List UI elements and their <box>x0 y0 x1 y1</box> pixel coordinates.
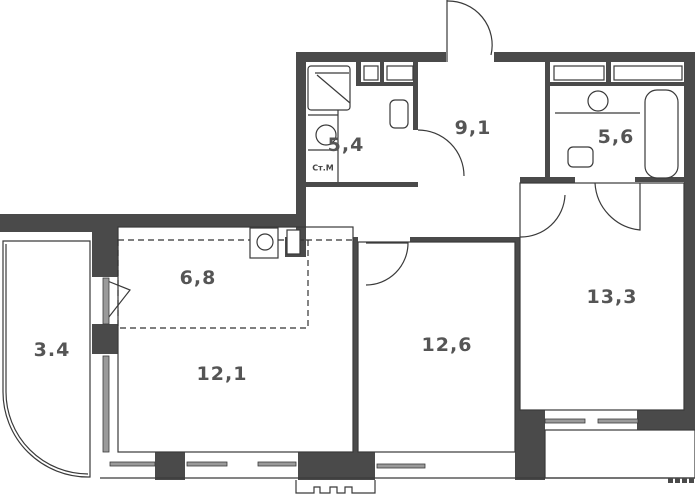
room-area-kitchen: 6,8 <box>179 267 217 289</box>
room-area-bathroom-2: 5,6 <box>597 126 635 148</box>
fixtures <box>249 65 683 259</box>
doors <box>104 0 641 323</box>
vents <box>295 478 694 494</box>
room-area-hallway: 9,1 <box>454 117 492 139</box>
room-area-balcony: 3.4 <box>33 339 71 361</box>
room-area-bedroom-2: 13,3 <box>586 286 638 308</box>
room-area-bathroom-1: 5,4 <box>327 134 365 156</box>
room-outlines <box>117 182 685 453</box>
windows <box>100 277 695 479</box>
walls <box>0 52 695 480</box>
room-area-living-room: 12,1 <box>196 363 248 385</box>
washing-machine-label: Ст.М <box>312 163 334 173</box>
balcony <box>2 240 91 478</box>
room-area-bedroom-1: 12,6 <box>421 334 473 356</box>
